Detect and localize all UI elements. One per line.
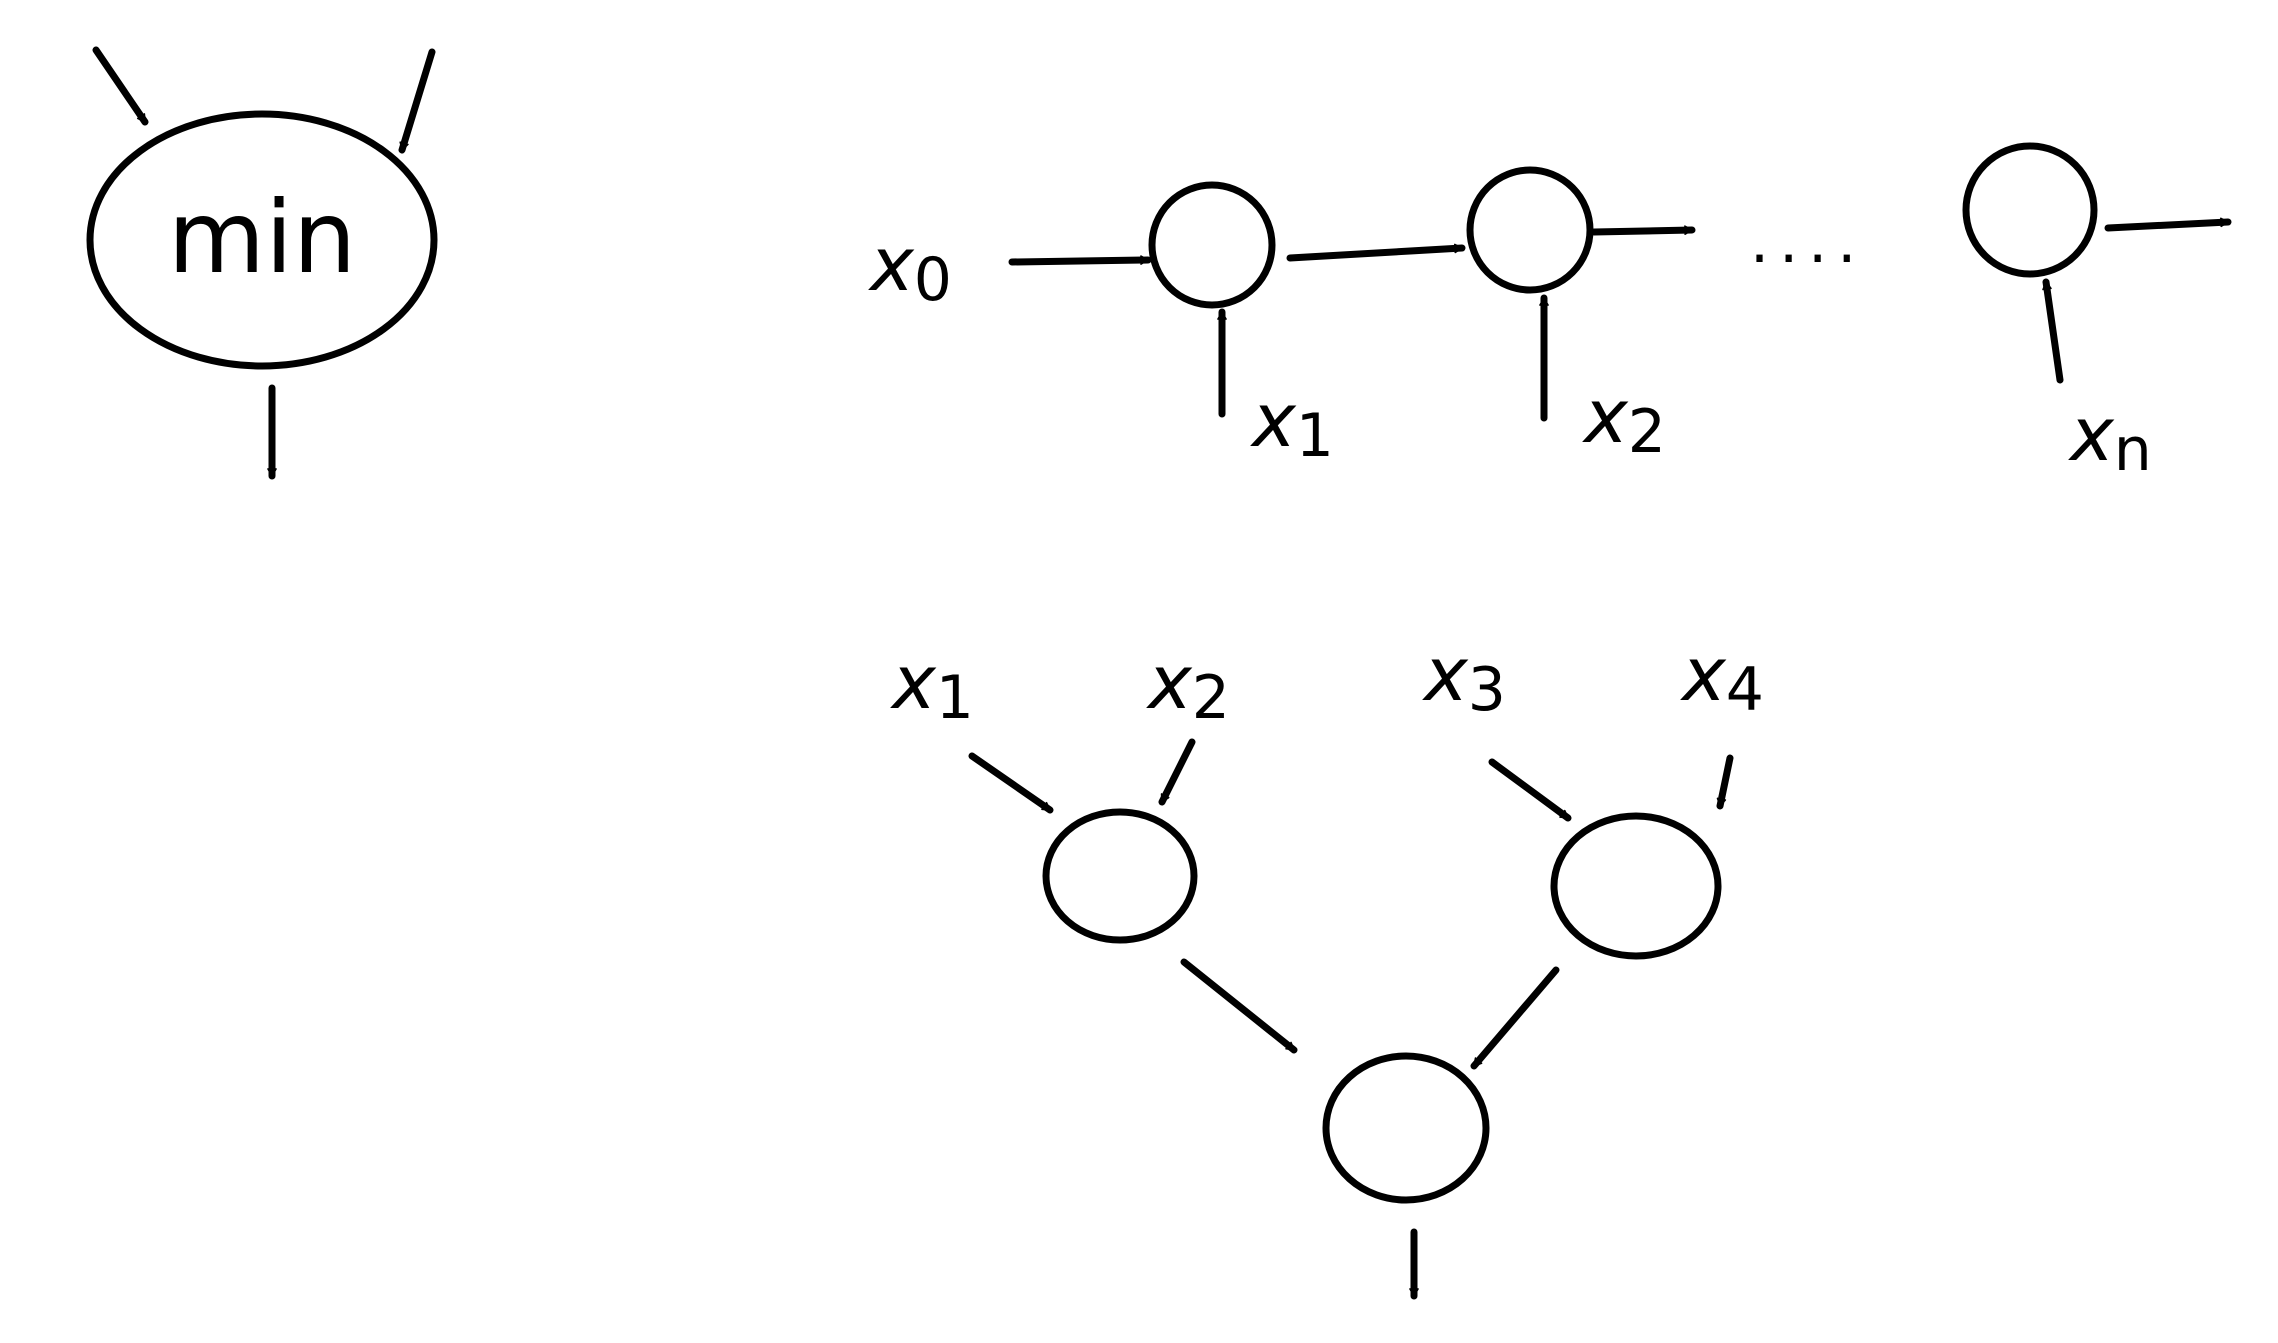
chain-link-arrow-2	[1590, 225, 1696, 236]
chain-group: x0 x1 x2 .... xn	[868, 142, 2232, 485]
tree-leaf-label-3: x3	[1422, 632, 1506, 725]
tree-node-root	[1322, 1052, 1490, 1204]
tree-leaf-label-1: x1	[890, 640, 974, 733]
chain-input-arrow	[1008, 255, 1152, 266]
chain-ellipsis: ....	[1750, 207, 1866, 277]
tree-leaf-arrow-1	[968, 752, 1054, 814]
tree-group: x1 x2 x3 x4	[890, 632, 1764, 1300]
chain-side-label-2: x2	[1582, 374, 1666, 467]
chain-link-arrow-1	[1286, 243, 1466, 262]
tree-leaf-arrow-3	[1488, 758, 1572, 822]
chain-side-label-1: x1	[1250, 378, 1334, 471]
tree-leaf-label-4: x4	[1680, 632, 1764, 725]
min-node-label: min	[168, 179, 357, 296]
tree-leaf-label-2: x2	[1146, 640, 1230, 733]
chain-output-arrow	[2104, 217, 2232, 232]
tree-node-left	[1042, 808, 1198, 944]
chain-side-arrow-n	[2042, 278, 2064, 384]
tree-leaf-arrow-4	[1716, 754, 1734, 810]
tree-node-right	[1550, 812, 1722, 960]
chain-input-label: x0	[868, 222, 952, 315]
tree-internal-arrow-right	[1470, 966, 1560, 1070]
min-input-arrow-left	[92, 46, 149, 126]
min-gate-group: min	[86, 46, 438, 480]
chain-node-1	[1148, 181, 1276, 309]
tree-internal-arrow-left	[1180, 958, 1298, 1054]
min-node	[86, 110, 438, 370]
chain-side-label-n: xn	[2068, 392, 2152, 485]
min-input-arrow-right	[398, 48, 436, 154]
tree-leaf-arrow-2	[1158, 738, 1196, 806]
chain-node-n	[1962, 142, 2098, 278]
chain-node-2	[1466, 166, 1594, 294]
